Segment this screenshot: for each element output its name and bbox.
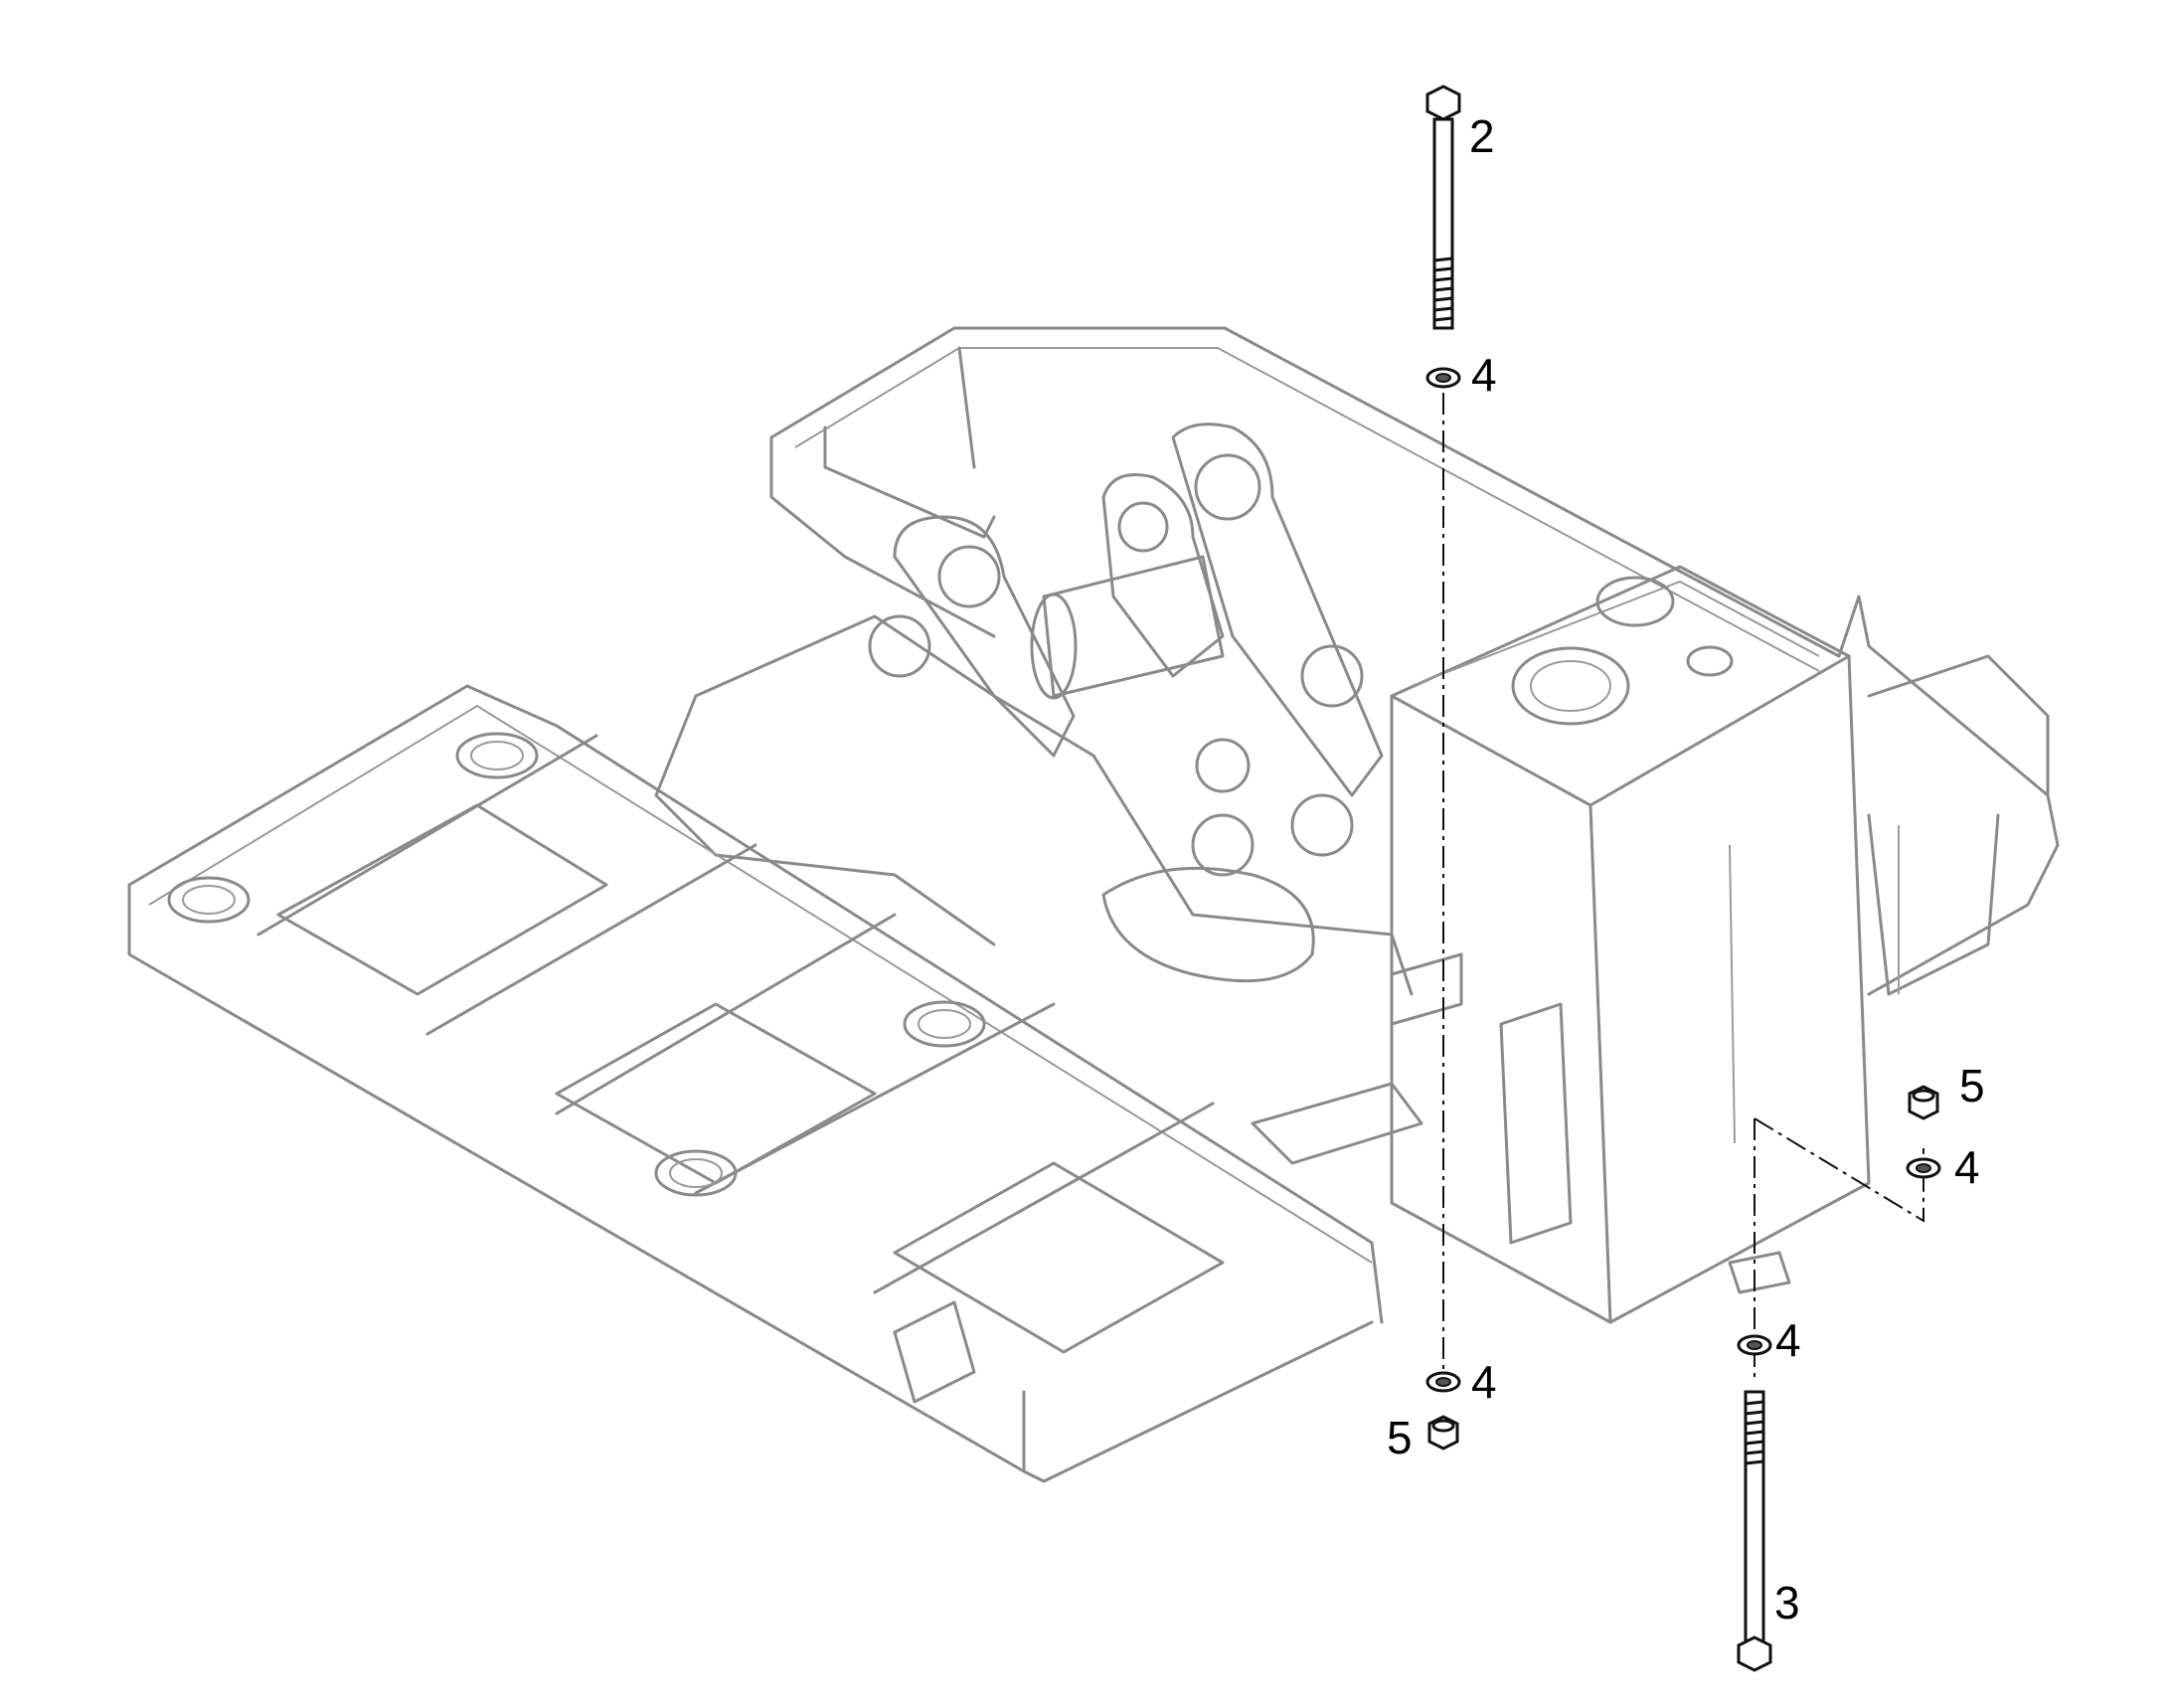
callout-nut-5-lower-left: 5 xyxy=(1387,1412,1413,1463)
washer-4-upper xyxy=(1425,367,1461,389)
callout-washer-4-lower-left: 4 xyxy=(1471,1356,1497,1408)
upper-frame xyxy=(654,326,2060,1324)
nut-5-right xyxy=(1908,1085,1939,1120)
washer-4-right xyxy=(1906,1157,1941,1179)
washer-4-lower-right xyxy=(1737,1334,1772,1356)
callout-bolt-2: 2 xyxy=(1469,110,1495,162)
callout-washer-4-lower-right: 4 xyxy=(1775,1314,1801,1366)
callout-nut-5-right: 5 xyxy=(1959,1060,1985,1111)
callout-bolt-3: 3 xyxy=(1774,1577,1800,1628)
washer-4-lower-left xyxy=(1425,1371,1461,1393)
lower-frame xyxy=(127,684,1791,1483)
assembly-centerlines xyxy=(1442,393,1924,1382)
callouts: 2 4 4 5 4 5 4 3 xyxy=(1387,110,1985,1628)
callout-washer-4-right: 4 xyxy=(1954,1141,1980,1193)
nut-5-lower-left xyxy=(1427,1415,1459,1451)
bolt-3 xyxy=(1737,1390,1772,1672)
bolt-2 xyxy=(1425,85,1461,330)
callout-washer-4-upper: 4 xyxy=(1471,349,1497,401)
